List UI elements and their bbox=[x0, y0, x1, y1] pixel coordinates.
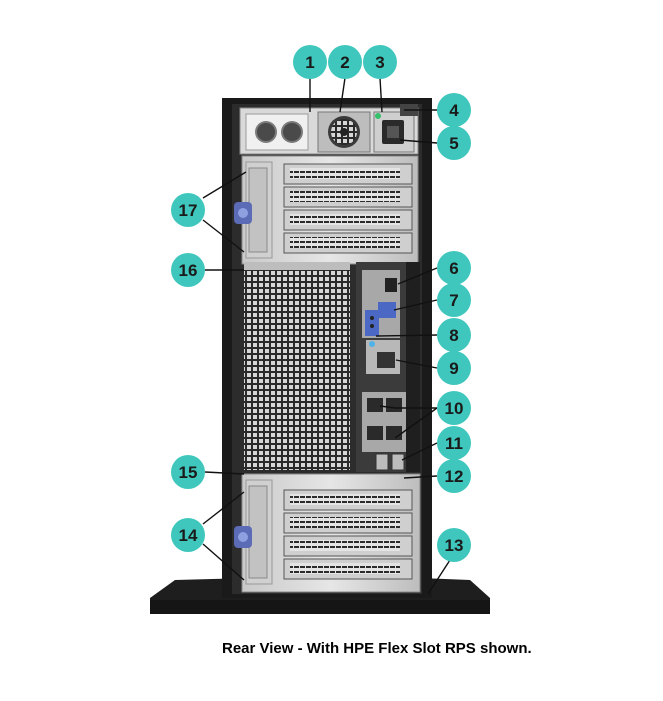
callout-2: 2 bbox=[328, 45, 362, 79]
callout-7: 7 bbox=[437, 283, 471, 317]
leader-lines bbox=[202, 77, 451, 595]
svg-text:11: 11 bbox=[445, 434, 463, 453]
svg-text:2: 2 bbox=[340, 53, 349, 72]
callout-5: 5 bbox=[437, 126, 471, 160]
power-supply-bay bbox=[239, 104, 419, 155]
svg-text:7: 7 bbox=[449, 291, 458, 310]
callout-8: 8 bbox=[437, 318, 471, 352]
callout-6: 6 bbox=[437, 251, 471, 285]
callout-16: 16 bbox=[171, 253, 205, 287]
svg-text:16: 16 bbox=[179, 261, 198, 280]
svg-text:1: 1 bbox=[305, 53, 314, 72]
callout-3: 3 bbox=[363, 45, 397, 79]
callout-10: 10 bbox=[437, 391, 471, 425]
callout-15: 15 bbox=[171, 455, 205, 489]
callout-17: 17 bbox=[171, 193, 205, 227]
callout-4: 4 bbox=[437, 93, 471, 127]
callout-1: 1 bbox=[293, 45, 327, 79]
callout-12: 12 bbox=[437, 459, 471, 493]
svg-text:15: 15 bbox=[179, 463, 198, 482]
svg-text:12: 12 bbox=[445, 467, 464, 486]
figure-caption: Rear View - With HPE Flex Slot RPS shown… bbox=[222, 640, 532, 657]
lower-pcie-slots bbox=[234, 473, 421, 593]
upper-pcie-slots bbox=[234, 155, 419, 265]
callout-14: 14 bbox=[171, 518, 205, 552]
callout-11: 11 bbox=[437, 426, 471, 460]
svg-text:4: 4 bbox=[449, 101, 459, 120]
svg-text:6: 6 bbox=[449, 259, 458, 278]
svg-text:5: 5 bbox=[449, 134, 458, 153]
svg-text:13: 13 bbox=[445, 536, 464, 555]
callout-9: 9 bbox=[437, 351, 471, 385]
svg-text:3: 3 bbox=[375, 53, 384, 72]
svg-text:8: 8 bbox=[449, 326, 458, 345]
svg-text:10: 10 bbox=[445, 399, 464, 418]
svg-text:14: 14 bbox=[179, 526, 198, 545]
rear-io-panel bbox=[356, 262, 406, 472]
svg-text:9: 9 bbox=[449, 359, 458, 378]
svg-text:17: 17 bbox=[179, 201, 198, 220]
ventilation-grille bbox=[244, 270, 350, 470]
callout-13: 13 bbox=[437, 528, 471, 562]
